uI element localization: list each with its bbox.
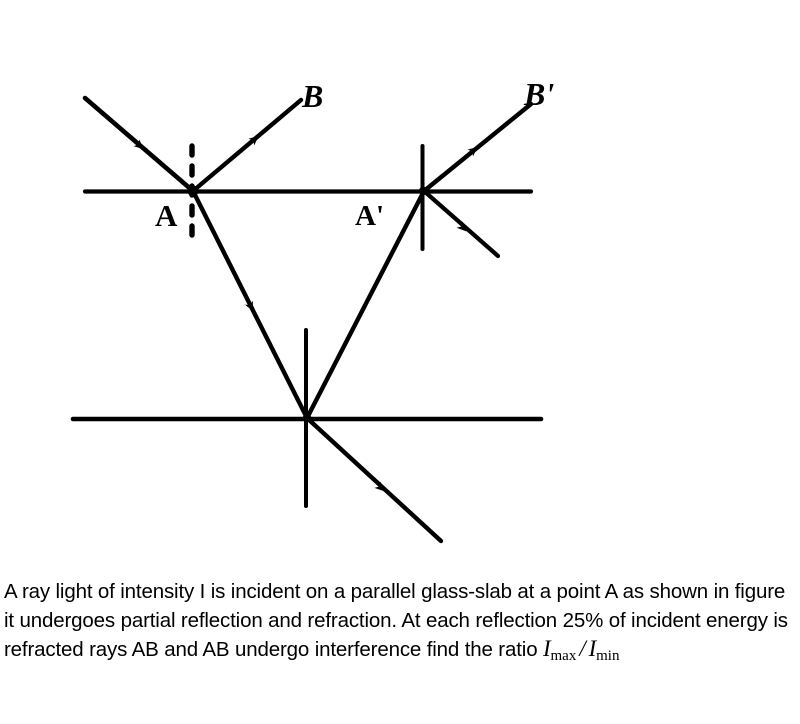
figure-label-ray-b: B: [302, 78, 324, 114]
refracted-ray-a-to-c: [190, 188, 310, 421]
reflected-ray-ab-arrow: [235, 135, 259, 156]
vertex-c-marker: [302, 413, 312, 423]
formula-numerator-subscript: max: [550, 648, 577, 665]
vertex-a-marker: [187, 185, 199, 197]
ray-diagram-svg: [70, 95, 544, 544]
figure-label-point-a-prime: A': [355, 200, 384, 232]
incident-ray-arrow: [121, 129, 144, 150]
emergent-ray-arrow: [453, 147, 478, 167]
formula-imax-over-imin: Imax/Imin: [543, 636, 620, 665]
internal-reflected-ray-c-to-aprime: [304, 188, 427, 421]
vertex-a-prime-marker: [418, 186, 428, 196]
transmitted-ray-at-c: [304, 415, 444, 544]
transmitted-ray-at-aprime: [421, 188, 501, 259]
figure-label-ray-b-prime: B': [524, 76, 555, 112]
transmitted-ray-at-aprime-arrow: [442, 207, 467, 232]
formula-denominator-subscript: min: [596, 648, 620, 665]
question-block: A ray light of intensity I is incident o…: [4, 578, 796, 671]
emergent-ray-aprime-bprime: [421, 101, 534, 194]
transmitted-ray-at-c-arrow: [357, 465, 385, 492]
ray-diagram-figure: A A' B B': [70, 76, 555, 544]
reflected-ray-ab: [190, 97, 304, 194]
formula-denominator-symbol: I: [588, 636, 597, 661]
incident-ray: [82, 95, 196, 194]
formula-operator: /: [579, 636, 586, 661]
question-text: A ray light of intensity I is incident o…: [4, 580, 788, 661]
formula-numerator-symbol: I: [543, 636, 551, 661]
figure-label-point-a: A: [155, 198, 178, 233]
refracted-ray-a-to-c-arrow: [233, 272, 254, 312]
